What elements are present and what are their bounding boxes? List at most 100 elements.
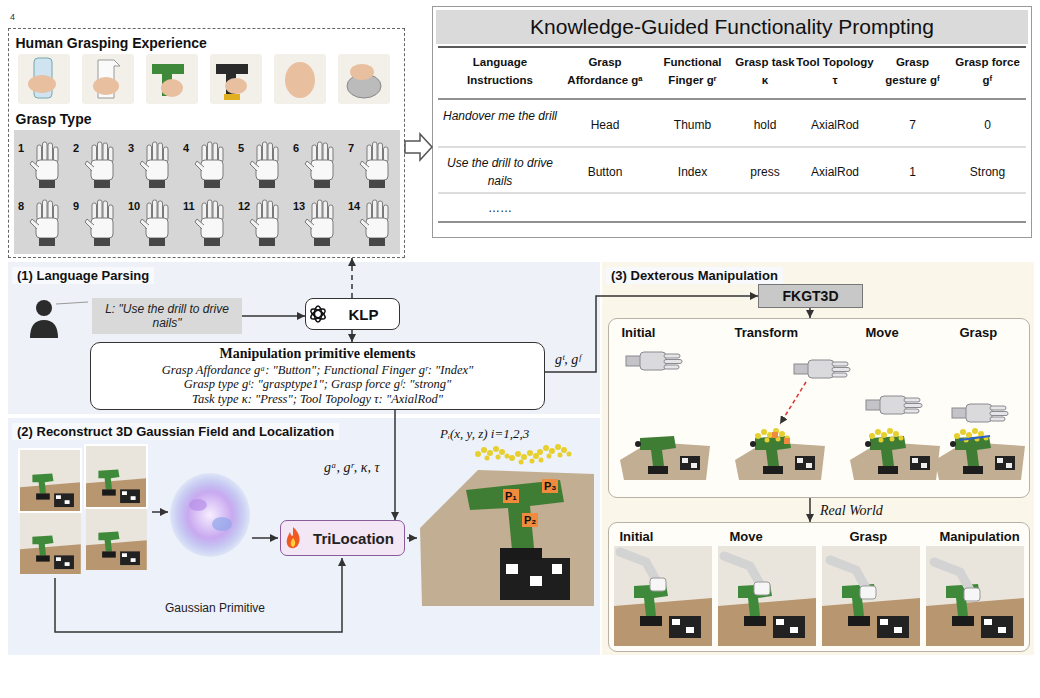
node-text: L: "Use the drill to drive nails" [98, 302, 236, 330]
table-cell: hold [754, 118, 777, 132]
text-slot: 1 [875, 162, 950, 180]
flow-arrow [394, 410, 396, 520]
text-slot: hold [735, 115, 795, 133]
table-header: Tool Topology τ [796, 56, 874, 86]
process-box: KLP [305, 298, 400, 330]
edge-label: gᵃ, gʳ, κ, τ [322, 460, 381, 475]
text-slot: (1) Language Parsing [12, 266, 154, 284]
node-text: (1) Language Parsing [12, 267, 154, 284]
text-slot: Grasp [960, 323, 998, 341]
table-cell: …… [488, 201, 512, 215]
table-header: Functional Finger gʳ [663, 56, 721, 86]
text-slot: press [735, 162, 795, 180]
text-slot: AxialRod [795, 162, 875, 180]
text-slot: 2 [73, 138, 79, 156]
text-slot: Manipulation [940, 527, 1020, 545]
callout-number: 2 [73, 142, 79, 154]
table-cell: Handover me the drill [443, 109, 557, 123]
text-slot: Human Grasping Experience [16, 34, 207, 52]
text-slot: Grasp Type [16, 110, 92, 128]
table-cell: Strong [970, 165, 1005, 179]
dashed-group: Human Grasping ExperienceGrasp Type [8, 28, 405, 258]
text-slot: 13 [293, 196, 305, 214]
table-cell: Index [678, 165, 707, 179]
table-cell: AxialRod [811, 165, 859, 179]
text-slot: 1 [18, 138, 24, 156]
text-slot: 9 [73, 196, 79, 214]
text-slot: Move [866, 323, 899, 341]
node-text: Initial [622, 325, 656, 340]
node-text: Knowledge-Guided Functionality Prompting [436, 10, 1028, 44]
callout-number: 9 [73, 200, 79, 212]
node-text: Grasp Type [16, 111, 92, 127]
table-cell: 0 [984, 118, 991, 132]
node-text: FKGT3D [783, 288, 839, 304]
section-panel: (2) Reconstruct 3D Gaussian Field and Lo… [8, 418, 600, 655]
page-number: 4 [10, 12, 15, 22]
node-text: Grasp Affordance gᵃ: "Button"; Functiona… [99, 363, 536, 377]
node-text: Manipulation primitive elements [99, 346, 536, 363]
caption-text: Gaussian Primitive [165, 601, 265, 615]
callout-number: 5 [238, 142, 244, 154]
text-slot: Move [730, 527, 763, 545]
text-slot: 4 [183, 138, 189, 156]
hollow-arrow [405, 134, 432, 160]
node-text: Grasp type gᵗ: "grasptype1"; Grasp force… [99, 377, 536, 391]
text-slot: Gaussian Primitive [165, 598, 265, 616]
formula-label: Pᵢ(x, y, z) i=1,2,3 [440, 426, 529, 441]
text-slot: Grasp gesture gᶠ [875, 52, 950, 88]
node-text: (2) Reconstruct 3D Gaussian Field and Lo… [12, 423, 339, 440]
node-text: (3) Dexterous Manipulation [606, 267, 783, 284]
callout-number: 12 [238, 200, 250, 212]
text-slot: Initial [620, 527, 654, 545]
callout-number: 13 [293, 200, 305, 212]
dashed-arrow [351, 258, 353, 298]
text-slot: Tool Topology τ [795, 52, 875, 88]
node-text: Grasp [960, 325, 998, 340]
text-slot: Grasp [850, 527, 888, 545]
table-header: Language Instructions [467, 56, 533, 86]
flow-arrow [809, 498, 811, 522]
callout-number: 1 [18, 142, 24, 154]
process-box: FKGT3D [758, 284, 863, 308]
callout-number: 7 [348, 142, 354, 154]
edge-label: gᵗ, gᶠ [553, 352, 583, 367]
text-slot: 4 [10, 6, 15, 24]
text-slot: Functional Finger gʳ [650, 52, 735, 88]
node-text: TriLocation [313, 530, 394, 547]
point-marker: P₁ [503, 489, 519, 503]
table-cell: 7 [909, 118, 916, 132]
text-slot: Pᵢ(x, y, z) i=1,2,3 [440, 424, 529, 442]
text-slot: gᵗ, gᶠ [553, 350, 583, 368]
point-marker: P₃ [542, 479, 558, 493]
text-slot: (2) Reconstruct 3D Gaussian Field and Lo… [12, 422, 339, 440]
text-slot: 5 [238, 138, 244, 156]
flow-arrow [351, 330, 353, 342]
table-cell: AxialRod [811, 118, 859, 132]
text-slot: P₁ [503, 486, 519, 504]
text-slot: Grasp task κ [735, 52, 795, 88]
node-text: Human Grasping Experience [16, 35, 207, 51]
text-slot: Head [560, 115, 650, 133]
text-slot: Real World [818, 501, 885, 519]
text-slot: 14 [348, 196, 360, 214]
text-slot: 8 [18, 196, 24, 214]
callout-number: 6 [293, 142, 299, 154]
node-text: Move [730, 529, 763, 544]
process-box: TriLocation [280, 520, 405, 556]
text-slot: Index [650, 162, 735, 180]
table-header: Grasp gesture gᶠ [885, 56, 940, 86]
edge-label: Real World [818, 503, 885, 518]
node-text: Move [866, 325, 899, 340]
text-slot: Initial [622, 323, 656, 341]
text-slot: 12 [238, 196, 250, 214]
text-slot: 11 [183, 196, 195, 214]
text-slot: Use the drill to drive nails [440, 153, 560, 189]
text-slot: Button [560, 162, 650, 180]
table-cell: Use the drill to drive nails [447, 156, 553, 188]
callout-number: 4 [183, 142, 189, 154]
text-slot: 7 [348, 138, 354, 156]
